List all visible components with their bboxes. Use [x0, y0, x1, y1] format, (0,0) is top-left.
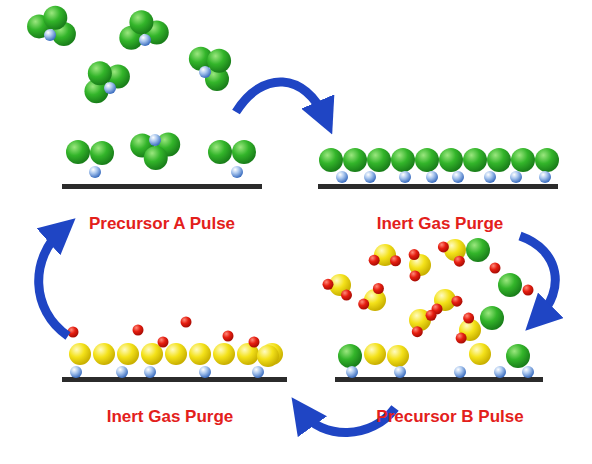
atom: [231, 166, 243, 178]
atom: [70, 366, 82, 378]
atom: [490, 263, 501, 274]
stage-label: Inert Gas Purge: [107, 407, 234, 427]
stage-label: Precursor B Pulse: [376, 407, 523, 427]
atom: [89, 166, 101, 178]
atom: [522, 366, 534, 378]
stage-label: Precursor A Pulse: [89, 214, 235, 234]
atom: [510, 171, 522, 183]
atom: [523, 285, 534, 296]
atom: [415, 148, 439, 172]
atom: [364, 171, 376, 183]
atom: [451, 296, 462, 307]
atom: [208, 140, 232, 164]
atom: [394, 366, 406, 378]
atom: [494, 366, 506, 378]
atom: [390, 255, 401, 266]
atom: [104, 82, 116, 94]
atom: [90, 141, 114, 165]
atom: [364, 343, 386, 365]
atom: [454, 366, 466, 378]
atom: [341, 290, 352, 301]
atom: [252, 366, 264, 378]
atom: [249, 337, 260, 348]
atom: [456, 333, 467, 344]
atom: [466, 238, 490, 262]
atom: [463, 313, 474, 324]
atom: [232, 140, 256, 164]
atom: [343, 148, 367, 172]
cycle-arrows: [39, 82, 556, 433]
atom: [207, 49, 231, 73]
atom: [66, 140, 90, 164]
atom: [439, 148, 463, 172]
atom: [323, 279, 334, 290]
atom: [498, 273, 522, 297]
atom: [484, 171, 496, 183]
atom: [412, 326, 423, 337]
atom: [199, 66, 211, 78]
atom: [133, 325, 144, 336]
atom: [387, 345, 409, 367]
atom: [506, 344, 530, 368]
atom: [338, 344, 362, 368]
atom: [373, 283, 384, 294]
atom: [181, 317, 192, 328]
atom: [535, 148, 559, 172]
atom: [88, 61, 112, 85]
stage-label: Inert Gas Purge: [377, 214, 504, 234]
atom: [469, 343, 491, 365]
atom: [257, 345, 279, 367]
atom: [358, 299, 369, 310]
atom: [438, 241, 449, 252]
atom: [189, 343, 211, 365]
atom: [426, 171, 438, 183]
atom: [139, 34, 151, 46]
atom: [149, 134, 161, 146]
atom: [511, 148, 535, 172]
atom: [129, 10, 153, 34]
atom: [369, 255, 380, 266]
atom: [409, 249, 420, 260]
atom: [452, 171, 464, 183]
atom: [223, 331, 234, 342]
atom: [336, 171, 348, 183]
atom: [463, 148, 487, 172]
atom: [165, 343, 187, 365]
atom: [410, 270, 421, 281]
atom: [213, 343, 235, 365]
atom: [399, 171, 411, 183]
substrate: [62, 184, 558, 382]
atom: [480, 306, 504, 330]
atom: [367, 148, 391, 172]
atom: [69, 343, 91, 365]
atom: [93, 343, 115, 365]
atom: [391, 148, 415, 172]
molecules: [27, 6, 559, 378]
atom: [426, 310, 437, 321]
atom: [43, 6, 67, 30]
atom: [454, 256, 465, 267]
atom: [319, 148, 343, 172]
atom: [158, 337, 169, 348]
atom: [117, 343, 139, 365]
atom: [199, 366, 211, 378]
atom: [144, 366, 156, 378]
atom: [144, 146, 168, 170]
atom: [44, 29, 56, 41]
atom: [116, 366, 128, 378]
atom: [346, 366, 358, 378]
atom: [487, 148, 511, 172]
atom: [539, 171, 551, 183]
